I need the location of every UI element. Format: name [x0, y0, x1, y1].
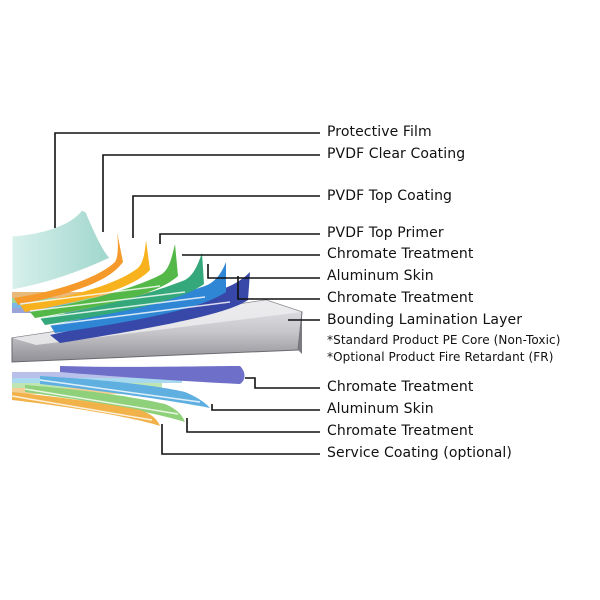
bottom-layers	[11, 366, 245, 426]
label-chromate-treatment-2: Chromate Treatment	[327, 290, 474, 306]
leader-protective-film	[54, 132, 320, 228]
leader-pvdf-top-coating	[132, 195, 320, 238]
top-layers	[11, 209, 250, 343]
label-chromate-treatment-3: Chromate Treatment	[327, 379, 474, 395]
leader-chromate-treatment-4	[186, 418, 320, 433]
label-optional-core: *Optional Product Fire Retardant (FR)	[327, 350, 554, 364]
chromate-treatment-bottom-layer	[60, 366, 245, 384]
label-pvdf-top-coating: PVDF Top Coating	[327, 188, 453, 204]
label-chromate-treatment-1: Chromate Treatment	[327, 246, 474, 262]
label-pvdf-clear-coating: PVDF Clear Coating	[327, 146, 466, 162]
label-aluminum-skin-1: Aluminum Skin	[327, 268, 434, 284]
leader-pvdf-top-primer	[159, 233, 320, 244]
label-service-coating: Service Coating (optional)	[327, 445, 512, 461]
pvdf-top-coating-layer	[20, 240, 150, 312]
pvdf-top-primer-layer	[30, 244, 178, 318]
pvdf-clear-coating-layer	[14, 232, 123, 305]
label-pvdf-top-primer: PVDF Top Primer	[327, 225, 444, 241]
label-bounding-lamination-layer: Bounding Lamination Layer	[327, 312, 523, 328]
chromate-treatment-bottom-2-layer	[25, 385, 185, 422]
leader-lines	[54, 132, 320, 455]
label-standard-core: *Standard Product PE Core (Non-Toxic)	[327, 333, 561, 347]
leader-service-coating	[161, 424, 320, 455]
leader-chromate-treatment-2	[237, 276, 320, 300]
leader-aluminum-skin-2	[211, 404, 320, 411]
leader-pvdf-clear-coating	[102, 154, 320, 232]
leader-chromate-treatment-3	[245, 377, 320, 389]
chromate-treatment-top-layer	[40, 253, 204, 325]
aluminum-skin-top-layer	[50, 262, 226, 333]
label-chromate-treatment-4: Chromate Treatment	[327, 423, 474, 439]
leader-aluminum-skin-1	[207, 264, 320, 279]
protective-film-layer	[11, 209, 111, 291]
label-protective-film: Protective Film	[327, 124, 432, 140]
label-aluminum-skin-2: Aluminum Skin	[327, 401, 434, 417]
